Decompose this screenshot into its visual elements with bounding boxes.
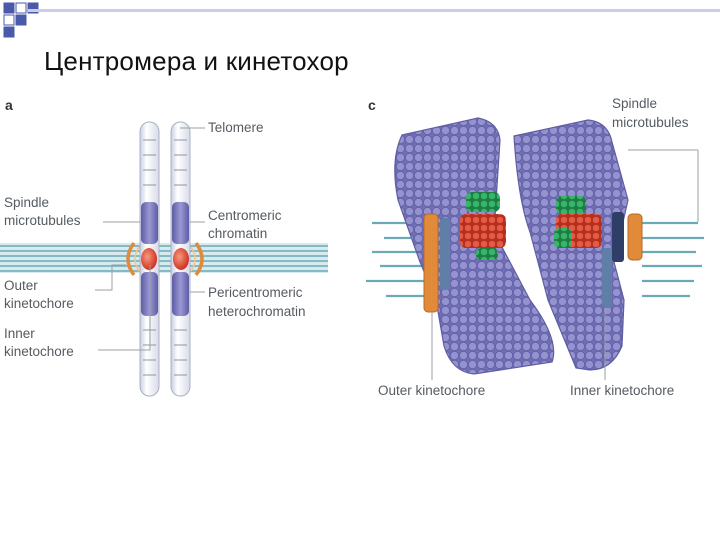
leader-lines-c bbox=[431, 149, 699, 380]
title-bar-line bbox=[28, 9, 720, 12]
outer-kinetochore-arc-left bbox=[126, 241, 136, 277]
panel-c-letter: c bbox=[368, 97, 376, 113]
label-inner-a-2: kinetochore bbox=[4, 344, 74, 359]
outer-kinetochore-left bbox=[423, 213, 439, 313]
chromatid-left bbox=[139, 121, 160, 397]
inner-kinetochore-right-lower bbox=[602, 248, 612, 308]
label-pericentromeric-1: Pericentromeric bbox=[208, 285, 303, 300]
label-telomere: Telomere bbox=[208, 120, 264, 135]
slide-title: Центромера и кинетохор bbox=[44, 46, 349, 76]
label-spindle-a-2: microtubules bbox=[4, 213, 81, 228]
label-inner-a-1: Inner bbox=[4, 326, 35, 341]
spindle-microtubules-right-c bbox=[642, 221, 704, 298]
outer-kinetochore-right bbox=[627, 213, 643, 261]
slide-corner-squares bbox=[3, 2, 39, 38]
spindle-microtubules-band-a bbox=[0, 243, 328, 273]
panel-a-letter: a bbox=[5, 97, 13, 113]
chromatid-right bbox=[170, 121, 191, 397]
inner-kinetochore-arc-left bbox=[134, 246, 140, 272]
label-outer-a-2: kinetochore bbox=[4, 296, 74, 311]
label-inner-kinetochore-c: Inner kinetochore bbox=[570, 383, 674, 398]
inner-kinetochore-right bbox=[612, 212, 624, 262]
label-pericentromeric-2: heterochromatin bbox=[208, 304, 306, 319]
inner-kinetochore-left bbox=[440, 218, 450, 290]
centromere-nucleosomes-left bbox=[460, 192, 506, 260]
label-centromeric-1: Centromeric bbox=[208, 208, 282, 223]
label-spindle-c-1: Spindle bbox=[612, 96, 657, 111]
label-spindle-c-2: microtubules bbox=[612, 115, 689, 130]
label-spindle-a-1: Spindle bbox=[4, 195, 49, 210]
label-outer-a-1: Outer bbox=[4, 278, 38, 293]
panel-a: a bbox=[0, 97, 328, 397]
centromere-nucleosomes-right bbox=[554, 196, 602, 248]
leader-lines-a bbox=[95, 127, 205, 351]
label-centromeric-2: chromatin bbox=[208, 226, 267, 241]
panel-c: c bbox=[366, 96, 704, 398]
label-outer-kinetochore-c: Outer kinetochore bbox=[378, 383, 485, 398]
outer-kinetochore-arc-right bbox=[194, 241, 204, 277]
inner-kinetochore-arc-right bbox=[190, 246, 196, 272]
